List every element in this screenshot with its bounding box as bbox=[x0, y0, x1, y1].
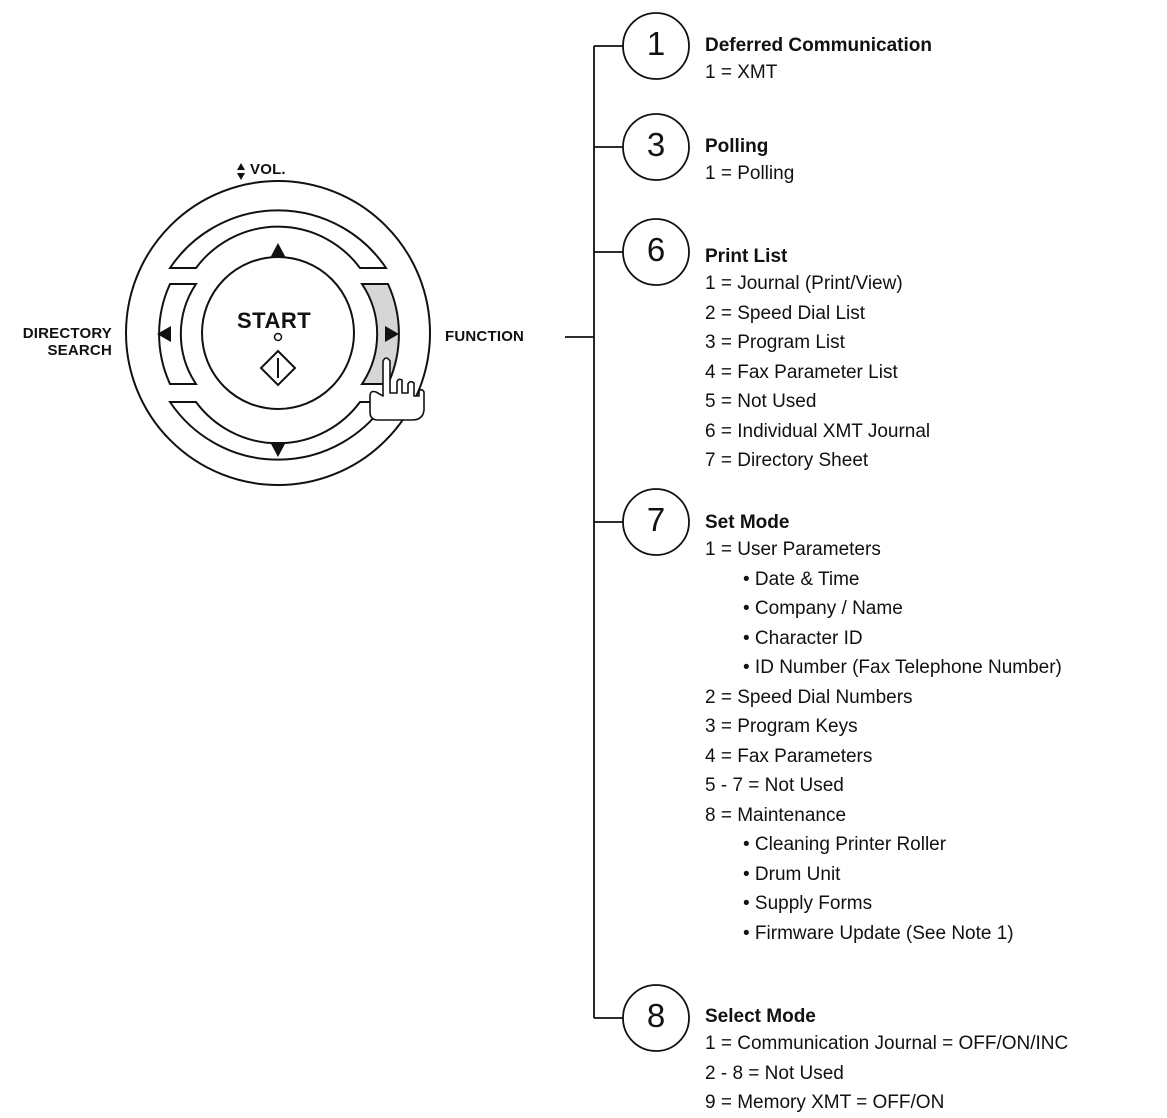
menu-number-3: 3 bbox=[646, 126, 666, 163]
menu-block-print-list: Print List 1 = Journal (Print/View) 2 = Sp… bbox=[705, 245, 930, 476]
menu-number-6: 6 bbox=[646, 231, 666, 268]
menu-title: Select Mode bbox=[705, 1006, 816, 1027]
menu-circle-1 bbox=[622, 12, 690, 80]
menu-subitem: • Company / Name bbox=[743, 598, 903, 619]
menu-block-deferred-communication: Deferred Communication 1 = XMT bbox=[705, 34, 932, 88]
directory-label-line1: DIRECTORY bbox=[22, 325, 112, 342]
menu-item: 5 = Not Used bbox=[705, 391, 817, 412]
menu-item: 1 = Journal (Print/View) bbox=[705, 273, 903, 294]
menu-subitem: • ID Number (Fax Telephone Number) bbox=[743, 657, 1062, 678]
up-key bbox=[168, 209, 388, 269]
menu-subitem: • Supply Forms bbox=[743, 893, 873, 914]
menu-item: 6 = Individual XMT Journal bbox=[705, 420, 931, 442]
menu-number-1: 1 bbox=[646, 25, 666, 62]
menu-item: 3 = Program Keys bbox=[705, 716, 858, 737]
menu-circle-3 bbox=[622, 113, 690, 181]
menu-item-list: 1 = Polling bbox=[705, 159, 794, 189]
left-arrow-icon bbox=[157, 326, 171, 342]
menu-subitem: • Cleaning Printer Roller bbox=[743, 834, 947, 855]
directory-search-label: DIRECTORY SEARCH bbox=[10, 325, 112, 359]
menu-subitem: • Character ID bbox=[743, 627, 863, 649]
menu-title: Set Mode bbox=[705, 512, 790, 533]
menu-circle-8 bbox=[622, 984, 690, 1052]
menu-item: 1 = Polling bbox=[705, 163, 795, 184]
menu-subitem: • Date & Time bbox=[743, 568, 860, 590]
menu-number-7: 7 bbox=[646, 501, 666, 538]
menu-subitem: • Drum Unit bbox=[743, 863, 841, 885]
menu-item: 9 = Memory XMT = OFF/ON bbox=[705, 1092, 945, 1113]
start-diamond-icon bbox=[259, 349, 297, 387]
menu-item-list: 1 = Journal (Print/View) 2 = Speed Dial L… bbox=[705, 269, 930, 476]
menu-item: 1 = Communication Journal = OFF/ON/INC bbox=[705, 1033, 1069, 1054]
pointing-hand-icon bbox=[369, 357, 425, 421]
menu-block-set-mode: Set Mode 1 = User Parameters • Date & Time… bbox=[705, 511, 1062, 948]
menu-circle-6 bbox=[622, 218, 690, 286]
menu-item-list: 1 = User Parameters • Date & Time • Compan… bbox=[705, 535, 1062, 948]
vol-up-arrow-icon bbox=[237, 163, 245, 170]
start-indicator-led bbox=[273, 332, 283, 342]
function-label: FUNCTION bbox=[445, 328, 525, 345]
vol-down-arrow-icon bbox=[237, 173, 245, 180]
menu-number-8: 8 bbox=[646, 997, 666, 1034]
start-button-label[interactable]: START bbox=[237, 308, 312, 333]
menu-item: 8 = Maintenance bbox=[705, 804, 847, 826]
menu-subitem: • Firmware Update (See Note 1) bbox=[743, 922, 1014, 944]
menu-item: 2 = Speed Dial List bbox=[705, 302, 866, 324]
down-arrow-icon bbox=[270, 442, 286, 457]
menu-item: 4 = Fax Parameter List bbox=[705, 361, 898, 383]
menu-circle-7 bbox=[622, 488, 690, 556]
menu-item: 2 = Speed Dial Numbers bbox=[705, 686, 913, 708]
directory-search-key bbox=[158, 283, 198, 385]
menu-title: Deferred Communication bbox=[705, 35, 932, 56]
menu-title: Print List bbox=[705, 246, 788, 267]
menu-item: 7 = Directory Sheet bbox=[705, 450, 869, 471]
function-menu-diagram bbox=[125, 12, 690, 1052]
menu-item: 5 - 7 = Not Used bbox=[705, 775, 844, 796]
up-arrow-icon bbox=[270, 243, 286, 258]
menu-block-polling: Polling 1 = Polling bbox=[705, 135, 794, 189]
function-key bbox=[360, 283, 400, 385]
nav-pad-outer-ring bbox=[125, 180, 431, 486]
menu-title: Polling bbox=[705, 136, 769, 157]
menu-item: 3 = Program List bbox=[705, 332, 845, 353]
vol-label: VOL. bbox=[250, 161, 286, 178]
menu-item: 1 = User Parameters bbox=[705, 539, 881, 560]
menu-item-list: 1 = XMT bbox=[705, 58, 932, 88]
directory-label-line2: SEARCH bbox=[47, 342, 112, 359]
right-arrow-icon bbox=[385, 326, 399, 342]
menu-item: 4 = Fax Parameters bbox=[705, 745, 873, 767]
menu-item-list: 1 = Communication Journal = OFF/ON/INC 2 … bbox=[705, 1029, 1068, 1118]
menu-item: 2 - 8 = Not Used bbox=[705, 1062, 844, 1084]
menu-item: 1 = XMT bbox=[705, 62, 778, 83]
